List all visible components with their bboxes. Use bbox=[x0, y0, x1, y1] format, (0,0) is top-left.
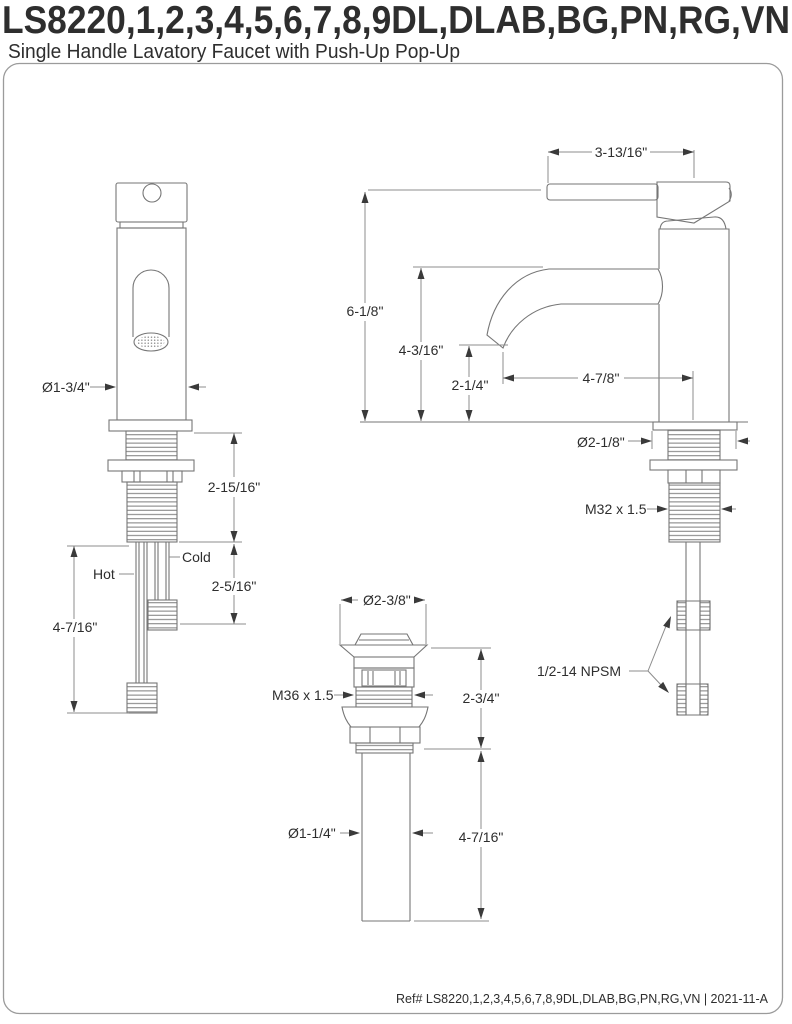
drain-seat bbox=[341, 706, 429, 728]
drain-overflow-window bbox=[353, 667, 415, 688]
dim-flange-diameter: Ø2-3/8" bbox=[339, 592, 427, 644]
dim-flange-diameter-label: Ø2-3/8" bbox=[363, 592, 411, 608]
dim-shank-length-label: 2-15/16" bbox=[208, 479, 260, 495]
side-supply-line bbox=[676, 542, 711, 716]
dim-body-thread-label: M36 x 1.5 bbox=[272, 687, 334, 703]
dim-handle-length-label: 3-13/16" bbox=[595, 144, 647, 160]
front-handle bbox=[115, 182, 188, 229]
dim-tailpiece-diameter: Ø1-1/4" bbox=[288, 825, 433, 841]
supply-nut-upper bbox=[676, 600, 711, 631]
dim-overall-height: 6-1/8" bbox=[347, 189, 541, 421]
dim-body-thread: M36 x 1.5 bbox=[272, 687, 433, 703]
hot-supply-fitting bbox=[126, 682, 158, 714]
hot-cold-labels: Hot Cold bbox=[93, 549, 211, 582]
dim-cold-supply-label: 2-5/16" bbox=[212, 578, 257, 594]
dim-base-diameter-label: Ø2-1/8" bbox=[577, 434, 625, 450]
drain-flange bbox=[338, 644, 429, 669]
drain-lower-threads bbox=[355, 742, 414, 754]
page-title: LS8220,1,2,3,4,5,6,7,8,9DL,DLAB,BG,PN,RG… bbox=[2, 0, 790, 42]
dim-overall-height-label: 6-1/8" bbox=[347, 303, 384, 319]
dim-hot-supply-label: 4-7/16" bbox=[53, 619, 98, 635]
front-supply-lines bbox=[126, 542, 178, 714]
dim-aerator-clearance-label: 2-1/4" bbox=[452, 377, 489, 393]
side-mounting-shank bbox=[649, 421, 738, 543]
dim-supply-thread-label: 1/2-14 NPSM bbox=[537, 663, 621, 679]
cold-label: Cold bbox=[182, 549, 211, 565]
dim-handle-length: 3-13/16" bbox=[547, 144, 695, 183]
locknut bbox=[667, 469, 721, 484]
dim-shank-length: 2-15/16" bbox=[179, 432, 260, 543]
dim-tailpiece-diameter-label: Ø1-1/4" bbox=[288, 825, 336, 841]
dim-drain-body-height: 2-3/4" bbox=[424, 647, 500, 750]
drain-locknut bbox=[349, 726, 421, 744]
dim-supply-thread: 1/2-14 NPSM bbox=[537, 616, 671, 693]
dim-drain-body-height-label: 2-3/4" bbox=[463, 690, 500, 706]
dim-mount-thread: M32 x 1.5 bbox=[585, 501, 736, 517]
dim-spout-height: 4-3/16" bbox=[399, 266, 543, 421]
dim-hot-supply-length: 4-7/16" bbox=[53, 545, 129, 714]
dim-body-diameter-label: Ø1-3/4" bbox=[42, 379, 90, 395]
drain-cap bbox=[354, 633, 414, 646]
ref-text: Ref# LS8220,1,2,3,4,5,6,7,8,9DL,DLAB,BG,… bbox=[396, 992, 769, 1006]
handle-lever bbox=[546, 183, 659, 201]
spout-window bbox=[132, 269, 170, 337]
handle-button bbox=[142, 183, 162, 203]
dim-body-diameter: Ø1-3/4" bbox=[42, 379, 206, 395]
dim-tailpiece-length: 4-7/16" bbox=[414, 751, 504, 922]
page-subtitle: Single Handle Lavatory Faucet with Push-… bbox=[8, 41, 460, 63]
handle-bonnet bbox=[659, 216, 727, 230]
dim-spout-reach: 4-7/8" bbox=[502, 352, 694, 420]
popup-drain-view: Ø2-3/8" M36 x 1.5 2-3/4" bbox=[272, 592, 504, 922]
dim-aerator-clearance: 2-1/4" bbox=[452, 344, 508, 421]
hot-label: Hot bbox=[93, 566, 115, 582]
dim-tailpiece-length-label: 4-7/16" bbox=[459, 829, 504, 845]
drain-body-threads bbox=[355, 686, 413, 708]
aerator-screen bbox=[137, 335, 165, 349]
side-handle bbox=[546, 181, 732, 230]
spout bbox=[486, 268, 658, 349]
dim-base-diameter: Ø2-1/8" bbox=[577, 431, 750, 450]
dim-cold-supply-length: 2-5/16" bbox=[180, 544, 257, 625]
front-mounting-shank bbox=[107, 419, 195, 543]
dim-spout-reach-label: 4-7/8" bbox=[583, 370, 620, 386]
drawing-border bbox=[2, 62, 784, 1015]
dim-spout-height-label: 4-3/16" bbox=[399, 342, 444, 358]
faucet-front-view: Ø1-3/4" 2-15/16" 2-5/16" bbox=[42, 182, 260, 714]
drain-tailpiece bbox=[361, 753, 411, 922]
faucet-side-view: 3-13/16" 6-1/8" 4-3/16" 2-1/4" bbox=[347, 144, 750, 716]
cold-supply-fitting bbox=[147, 599, 178, 631]
side-body bbox=[486, 228, 730, 423]
front-body bbox=[116, 227, 187, 421]
dim-mount-thread-label: M32 x 1.5 bbox=[585, 501, 647, 517]
supply-nut-lower bbox=[676, 683, 709, 716]
